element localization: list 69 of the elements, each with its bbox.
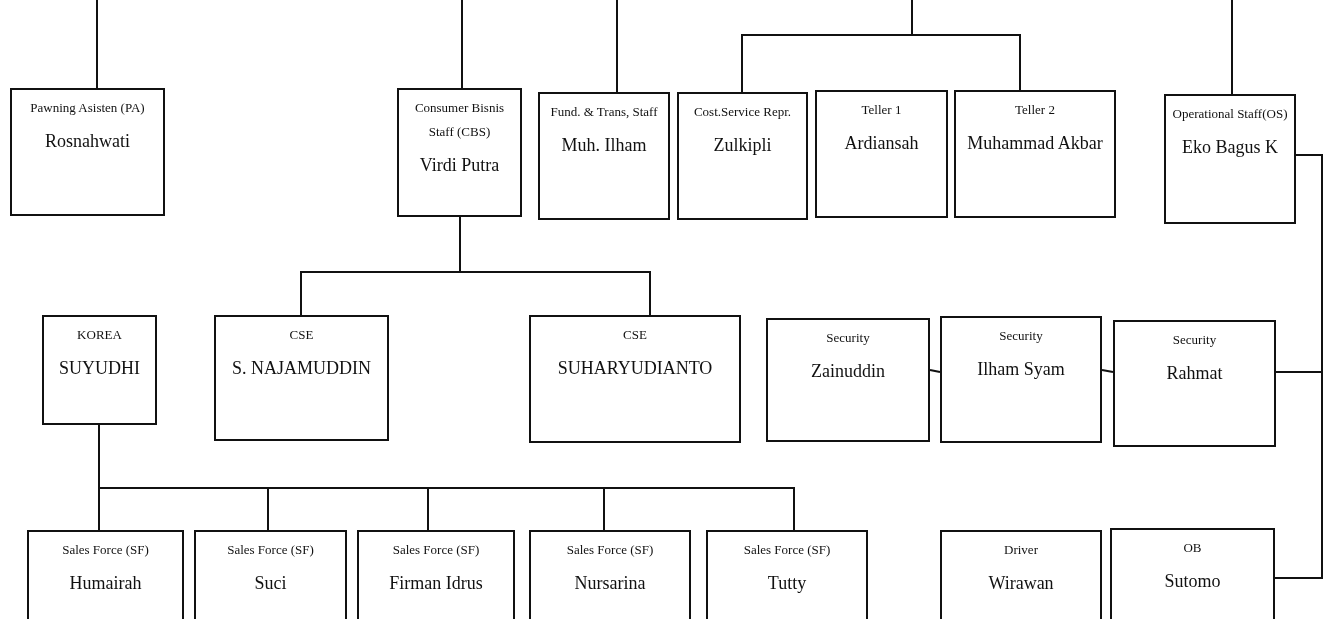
connector-line	[96, 0, 98, 89]
role-title: Sales Force (SF)	[742, 541, 832, 559]
role-title: Teller 2	[1014, 101, 1056, 119]
position-box	[214, 315, 389, 441]
position-box	[1164, 94, 1296, 224]
employee-name: Tutty	[766, 572, 808, 594]
connector-line	[1274, 154, 1323, 579]
employee-name: Nursarina	[573, 572, 647, 594]
role-title: Sales Force (SF)	[61, 541, 150, 559]
employee-name: Suci	[253, 572, 288, 594]
employee-name: Virdi Putra	[418, 154, 501, 176]
role-title: Operational Staff(OS)	[1171, 105, 1289, 123]
position-box	[397, 88, 522, 217]
position-box	[42, 315, 157, 425]
employee-name: SUHARYUDIANTO	[556, 357, 714, 379]
role-title: Security	[1171, 331, 1218, 349]
employee-name: Rosnahwati	[44, 130, 131, 152]
employee-name: Humairah	[68, 572, 143, 594]
role-title: Fund. & Trans, Staff	[549, 103, 659, 121]
employee-name: Sutomo	[1163, 570, 1222, 592]
employee-name: S. NAJAMUDDIN	[231, 357, 372, 379]
position-box	[529, 315, 741, 443]
role-title: CSE	[288, 326, 315, 344]
role-title: Sales Force (SF)	[565, 541, 655, 559]
position-box	[538, 92, 670, 220]
position-box	[194, 530, 347, 619]
role-title: Teller 1	[860, 101, 903, 119]
employee-name: Eko Bagus K	[1181, 136, 1279, 158]
connector-line	[1101, 369, 1114, 373]
position-box	[766, 318, 930, 442]
position-box	[706, 530, 868, 619]
position-box	[357, 530, 515, 619]
employee-name: Zulkipli	[712, 134, 773, 156]
position-box	[954, 90, 1116, 218]
role-title: CSE	[622, 326, 648, 344]
connector-line	[929, 369, 941, 373]
connector-line	[1231, 0, 1233, 95]
employee-name: Ardiansah	[843, 132, 920, 154]
employee-name: Ilham Syam	[976, 358, 1066, 380]
role-title: KOREA	[76, 326, 123, 344]
employee-name: Firman Idrus	[388, 572, 484, 594]
connector-line	[459, 216, 651, 316]
role-title: Sales Force (SF)	[226, 541, 315, 559]
employee-name: SUYUDHI	[58, 357, 141, 379]
employee-name: Muhammad Akbar	[966, 132, 1104, 154]
role-title: Consumer Bisnis Staff (CBS)	[413, 99, 506, 141]
connector-line	[461, 0, 463, 89]
position-box	[27, 530, 184, 619]
employee-name: Rahmat	[1165, 362, 1224, 384]
position-box	[940, 316, 1102, 443]
role-title: OB	[1182, 539, 1203, 557]
employee-name: Muh. Ilham	[560, 134, 648, 156]
role-title: Sales Force (SF)	[391, 541, 481, 559]
role-title: Cost.Service Repr.	[692, 103, 793, 121]
position-box	[10, 88, 165, 216]
position-box	[529, 530, 691, 619]
position-box	[1110, 528, 1275, 619]
role-title: Security	[998, 327, 1044, 345]
connector-line	[911, 0, 1021, 91]
connector-line	[616, 0, 618, 93]
employee-name: Zainuddin	[810, 360, 886, 382]
role-title: Pawning Asisten (PA)	[29, 99, 146, 117]
position-box	[940, 530, 1102, 619]
employee-name: Wirawan	[987, 572, 1055, 594]
position-box	[815, 90, 948, 218]
role-title: Driver	[1003, 541, 1039, 559]
position-box	[1113, 320, 1276, 447]
position-box	[677, 92, 808, 220]
role-title: Security	[825, 329, 871, 347]
